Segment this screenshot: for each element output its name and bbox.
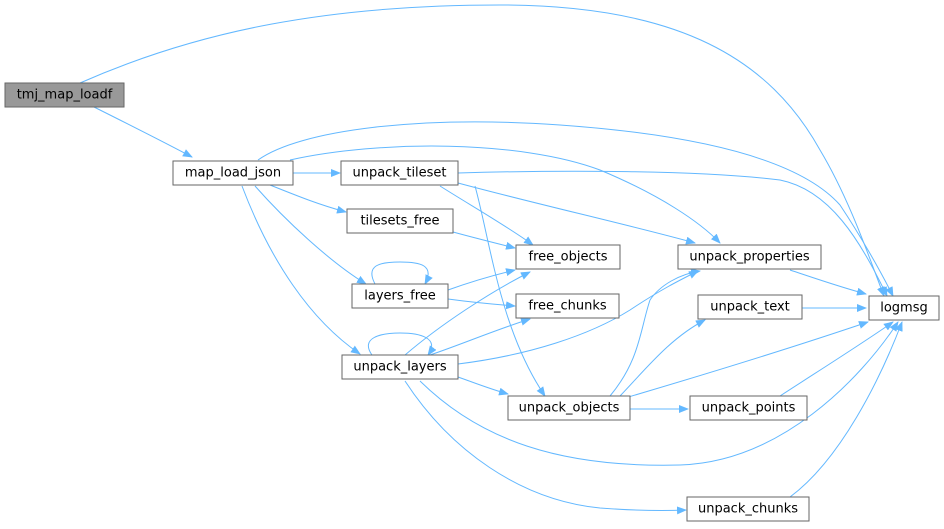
node-free_objects[interactable]: free_objects <box>515 244 621 270</box>
node-label-free_objects: free_objects <box>529 250 608 265</box>
edge-unpack_points-logmsg <box>779 321 894 397</box>
node-label-tmj_map_loadf: tmj_map_loadf <box>17 88 113 103</box>
edge-unpack_tileset-unpack_properties <box>457 182 696 245</box>
edge-map_load_json-unpack_layers <box>241 185 361 355</box>
edges <box>79 4 903 515</box>
node-label-map_load_json: map_load_json <box>185 166 281 181</box>
edge-tmj_map_loadf-logmsg <box>79 4 885 297</box>
node-label-unpack_objects: unpack_objects <box>519 401 620 416</box>
node-label-unpack_chunks: unpack_chunks <box>698 502 798 517</box>
node-tilesets_free[interactable]: tilesets_free <box>346 208 454 234</box>
edge-unpack_objects-unpack_properties <box>609 268 701 397</box>
edge-unpack_layers-unpack_chunks <box>404 380 687 515</box>
node-unpack_objects[interactable]: unpack_objects <box>507 395 631 421</box>
node-map_load_json[interactable]: map_load_json <box>172 160 294 186</box>
node-unpack_tileset[interactable]: unpack_tileset <box>340 160 459 186</box>
edge-unpack_layers-free_chunks <box>429 317 531 356</box>
node-unpack_text[interactable]: unpack_text <box>697 294 803 320</box>
node-unpack_layers[interactable]: unpack_layers <box>341 354 459 380</box>
edge-layers_free-layers_free <box>371 261 433 285</box>
node-logmsg[interactable]: logmsg <box>868 295 940 321</box>
node-unpack_chunks[interactable]: unpack_chunks <box>686 496 810 522</box>
edge-unpack_objects-logmsg <box>624 321 869 399</box>
edge-unpack_chunks-logmsg <box>789 321 903 498</box>
node-tmj_map_loadf[interactable]: tmj_map_loadf <box>4 82 125 108</box>
edge-unpack_tileset-logmsg <box>457 170 888 297</box>
edge-unpack_objects-unpack_text <box>619 319 706 397</box>
node-unpack_points[interactable]: unpack_points <box>689 395 808 421</box>
edge-tmj_map_loadf-map_load_json <box>93 106 193 158</box>
node-unpack_properties[interactable]: unpack_properties <box>677 244 822 270</box>
node-label-unpack_layers: unpack_layers <box>353 360 446 375</box>
edge-map_load_json-logmsg <box>257 121 894 297</box>
edge-map_load_json-unpack_properties <box>289 145 721 244</box>
node-label-layers_free: layers_free <box>364 289 436 304</box>
node-label-unpack_properties: unpack_properties <box>689 250 809 265</box>
node-label-unpack_tileset: unpack_tileset <box>352 166 446 181</box>
edge-unpack_layers-unpack_layers <box>368 332 437 356</box>
edge-tilesets_free-free_objects <box>452 231 516 250</box>
edge-layers_free-free_chunks <box>447 298 516 310</box>
edge-unpack_tileset-unpack_objects <box>474 185 546 397</box>
edge-unpack_properties-logmsg <box>789 269 867 296</box>
edge-unpack_layers-free_objects <box>404 271 531 356</box>
edge-map_load_json-layers_free <box>254 185 367 285</box>
node-label-unpack_points: unpack_points <box>702 401 796 416</box>
node-layers_free[interactable]: layers_free <box>351 283 449 309</box>
node-label-tilesets_free: tilesets_free <box>360 214 439 229</box>
edge-unpack_tileset-free_objects <box>439 185 534 246</box>
nodes: tmj_map_loadf map_load_json unpack_tiles… <box>4 82 940 522</box>
node-label-logmsg: logmsg <box>880 301 928 316</box>
node-label-unpack_text: unpack_text <box>710 300 790 315</box>
edge-unpack_layers-logmsg <box>419 321 899 466</box>
node-free_chunks[interactable]: free_chunks <box>515 293 620 319</box>
edge-map_load_json-tilesets_free <box>269 184 347 214</box>
node-label-free_chunks: free_chunks <box>528 299 607 314</box>
edge-layers_free-free_objects <box>447 268 516 291</box>
edge-unpack_layers-unpack_objects <box>457 376 509 396</box>
